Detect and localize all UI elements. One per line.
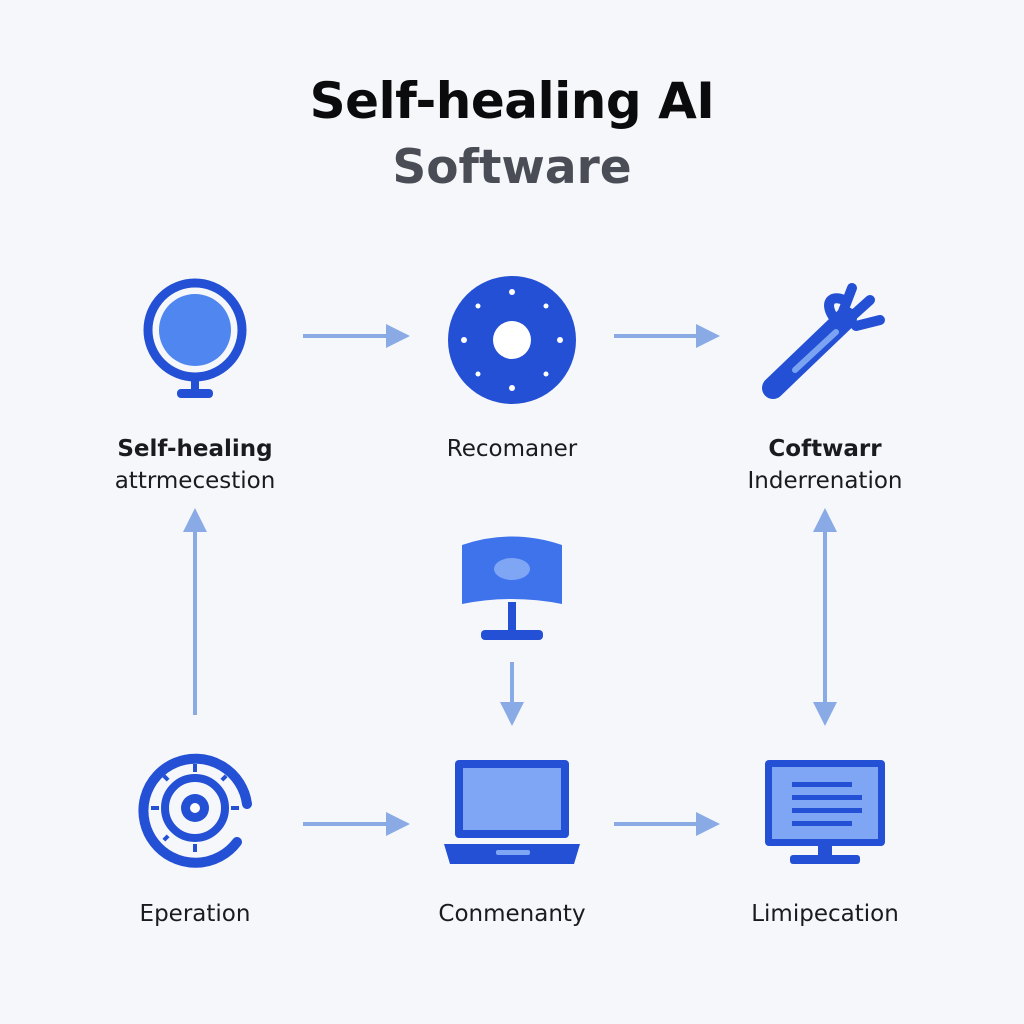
node-text: Limipecation xyxy=(751,901,899,927)
node-text: Conmenanty xyxy=(438,901,586,927)
connector-arrows xyxy=(183,324,837,836)
node-label-bottom-left: Eperation xyxy=(95,898,295,930)
node-title: Self-healing xyxy=(117,436,273,462)
node-label-bottom-center: Conmenanty xyxy=(412,898,612,930)
node-label-top-left: Self-healing attrmecestion xyxy=(95,433,295,497)
arrow-top-right-bottom-right-bidirectional xyxy=(813,508,837,726)
arrow-bottom-center-to-bottom-right xyxy=(614,812,720,836)
desktop-icon xyxy=(765,760,885,864)
node-title: Coftwarr xyxy=(768,436,882,462)
arrow-top-left-to-top-center xyxy=(303,324,410,348)
wrench-icon xyxy=(762,283,885,399)
monitor-stand-icon xyxy=(462,536,562,640)
node-text: Eperation xyxy=(139,901,251,927)
arrow-top-center-to-top-right xyxy=(614,324,720,348)
node-text: Inderrenation xyxy=(747,468,903,494)
node-label-top-right: Coftwarr Inderrenation xyxy=(725,433,925,497)
node-label-top-center: Recomaner xyxy=(412,433,612,465)
globe-icon xyxy=(143,278,247,398)
dial-icon xyxy=(138,753,252,868)
arrow-bottom-left-to-top-left xyxy=(183,508,207,715)
laptop-icon xyxy=(444,760,580,864)
node-text: attrmecestion xyxy=(114,468,276,494)
node-label-bottom-right: Limipecation xyxy=(725,898,925,930)
arrow-middle-to-bottom-center xyxy=(500,662,524,726)
page-subtitle: Software xyxy=(392,140,632,195)
arrow-bottom-left-to-bottom-center xyxy=(303,812,410,836)
node-text: Recomaner xyxy=(446,436,578,462)
page-title: Self-healing AI xyxy=(309,72,715,130)
disc-icon xyxy=(448,276,576,404)
